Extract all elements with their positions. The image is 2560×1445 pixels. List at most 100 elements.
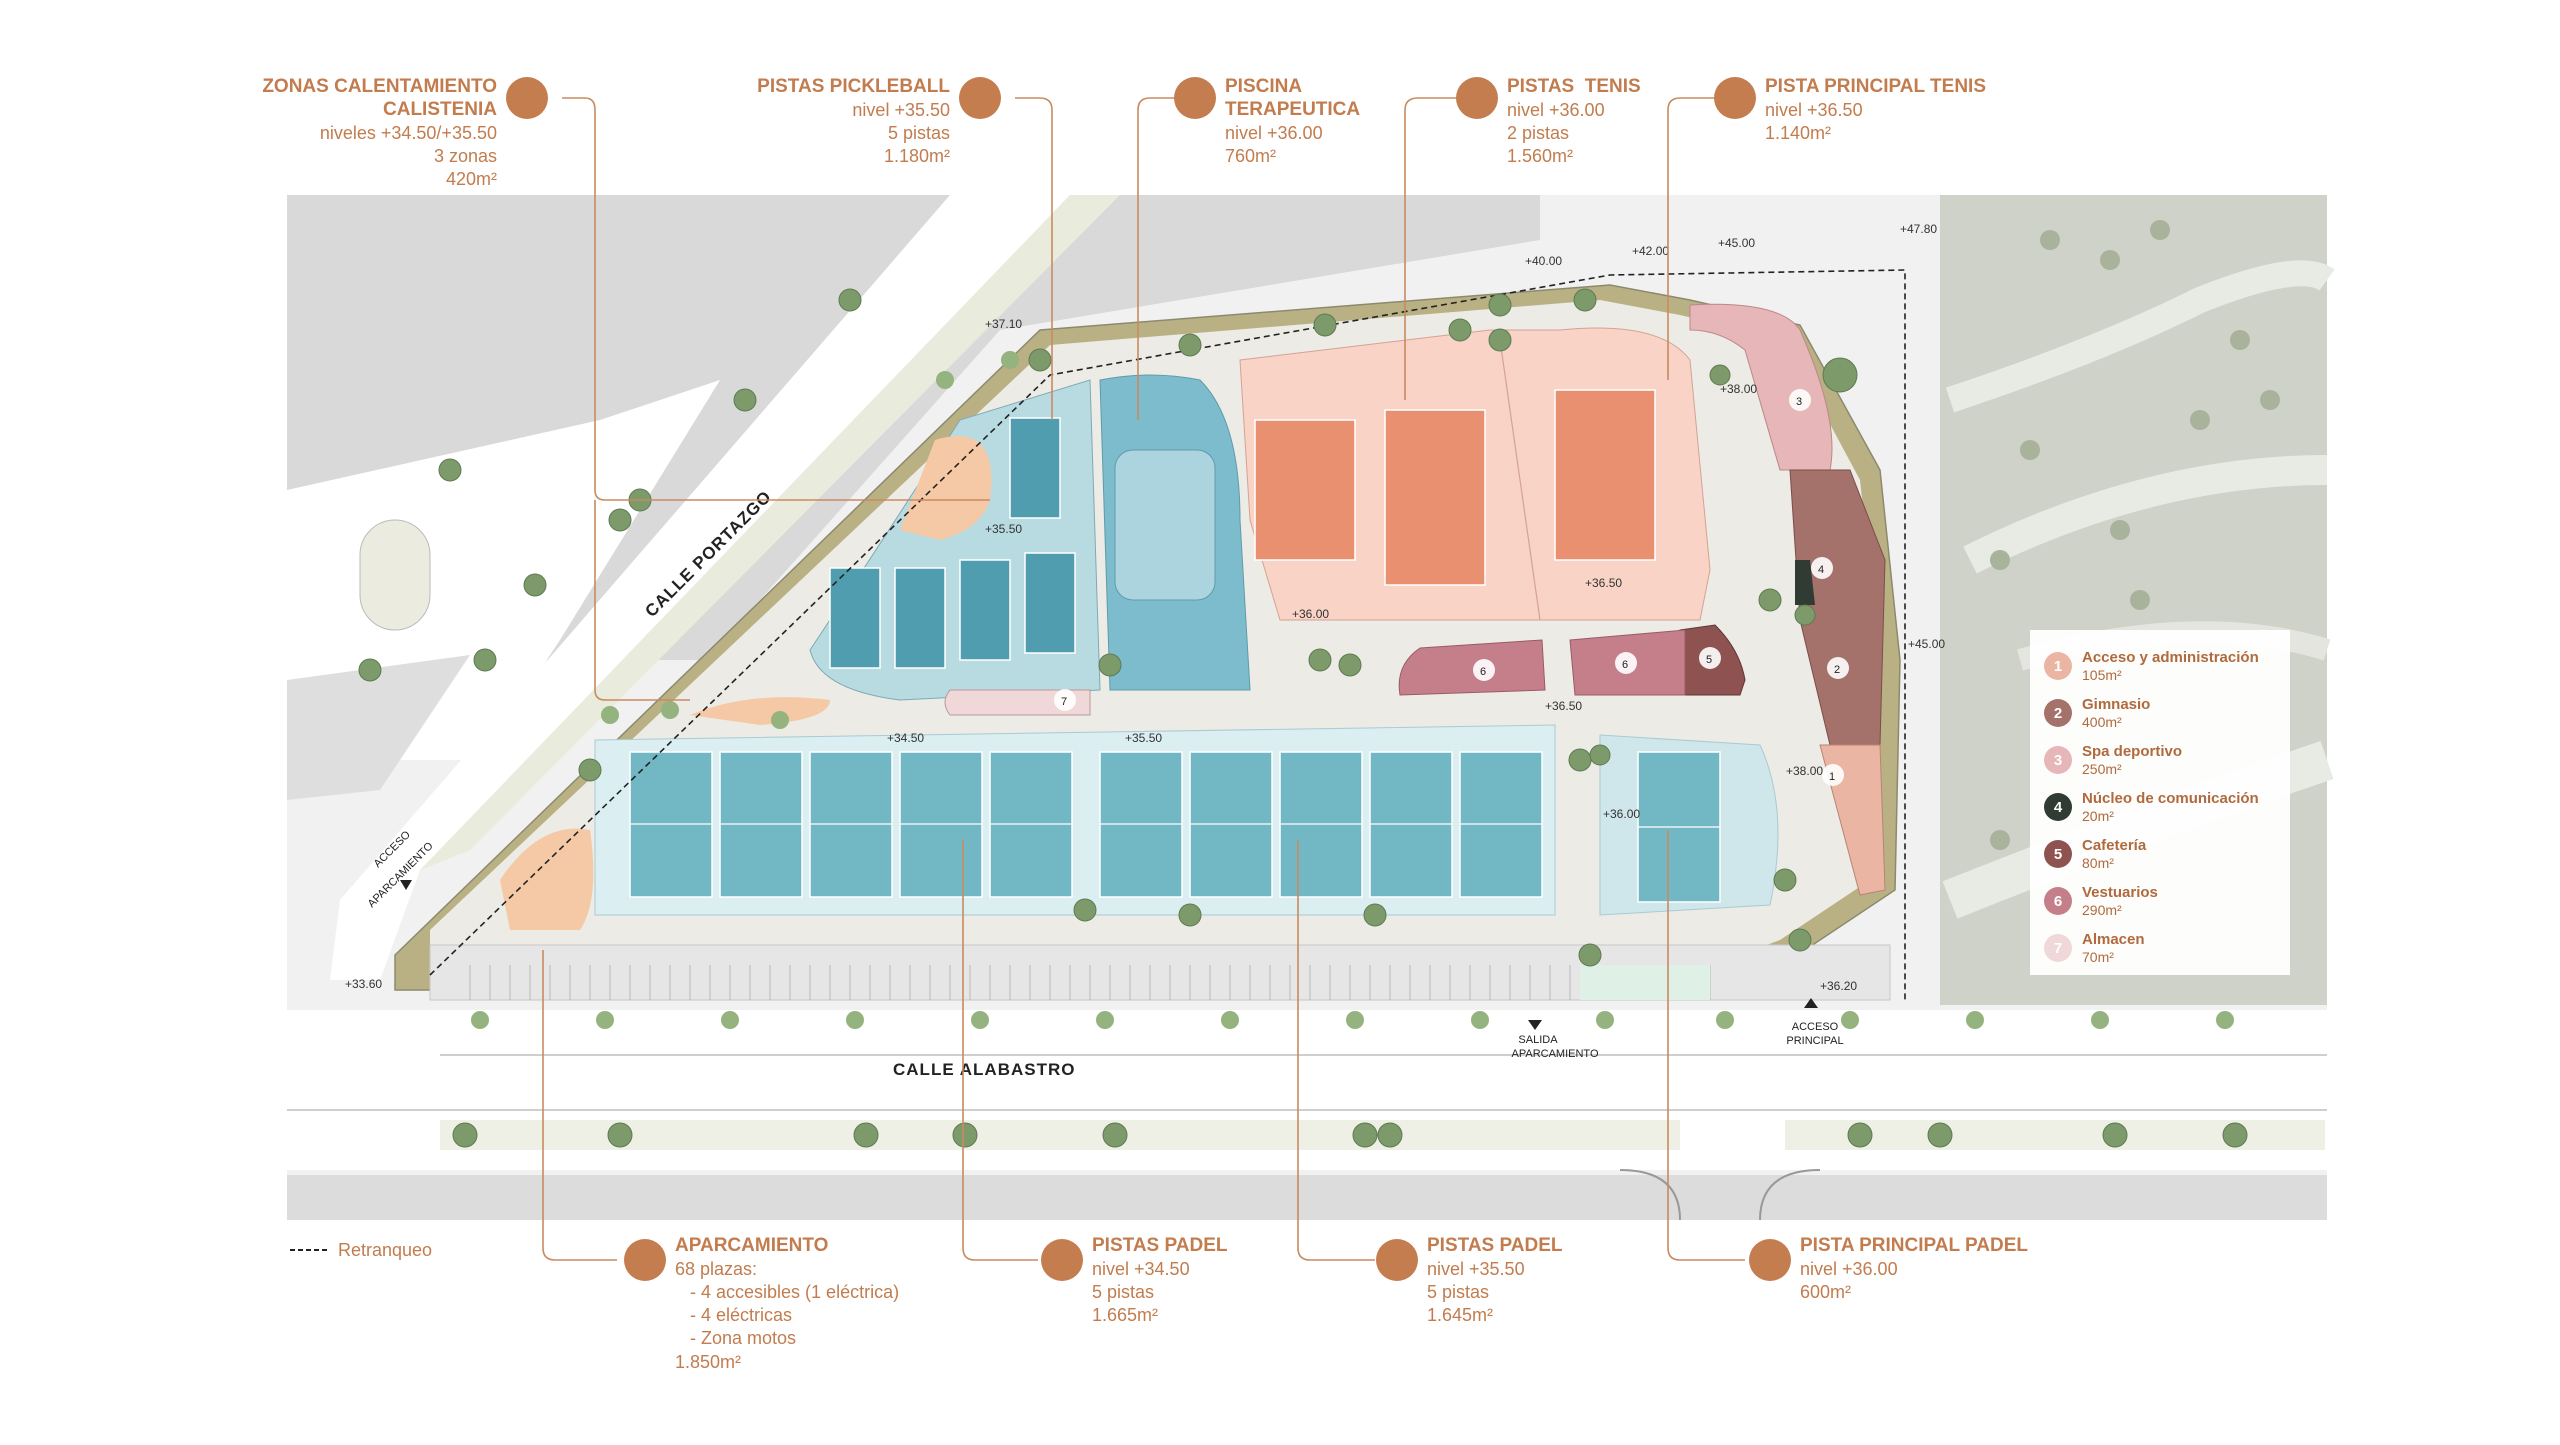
- main-access-line1: ACCESO: [1792, 1021, 1839, 1033]
- callout-pickleball-title: PISTAS PICKLEBALL: [757, 76, 950, 97]
- legend-title-3: Spa deportivo: [2082, 743, 2182, 760]
- exit-parking-arrow: [1528, 1020, 1542, 1030]
- callout-dot-padel-1: [1041, 1239, 1083, 1281]
- callout-pickleball: PISTAS PICKLEBALL nivel +35.50 5 pistas …: [757, 76, 950, 166]
- callout-dot-tennis-main: [1714, 77, 1756, 119]
- aerial-path-2: [1963, 455, 2328, 574]
- callout-parking-title: APARCAMIENTO: [675, 1235, 828, 1256]
- callout-dot-tennis: [1456, 77, 1498, 119]
- callout-tennis: PISTAS TENIS nivel +36.00 2 pistas 1.560…: [1507, 76, 1641, 166]
- building-locker-1: [1398, 639, 1546, 696]
- level-3600b: +36.00: [1603, 807, 1640, 821]
- exit-parking-line2: APARCAMIENTO: [1512, 1048, 1599, 1060]
- callout-tennis-main: PISTA PRINCIPAL TENIS nivel +36.50 1.140…: [1765, 76, 1986, 143]
- callout-tennis-line2: 2 pistas: [1507, 123, 1569, 143]
- callout-padel-main-line1: nivel +36.00: [1800, 1259, 1898, 1279]
- callout-padel-1: PISTAS PADEL nivel +34.50 5 pistas 1.665…: [1092, 1235, 1228, 1325]
- leader-padel-1: [962, 840, 1038, 1261]
- callout-dots: [506, 77, 1791, 1281]
- alabastro-south-block: [287, 1175, 2327, 1220]
- callout-calistenia-line3: 420m²: [446, 169, 497, 189]
- legend-swatch-5: [2044, 840, 2072, 868]
- callout-dot-pool: [1174, 77, 1216, 119]
- legend-number-5: 5: [2054, 846, 2062, 863]
- callout-calistenia: ZONAS CALENTAMIENTO CALISTENIA niveles +…: [262, 76, 497, 189]
- legend-swatch-2: [2044, 699, 2072, 727]
- callout-tennis-line1: nivel +36.00: [1507, 100, 1605, 120]
- portazgo-road: [330, 195, 1070, 980]
- tennis-court-2: [1384, 409, 1486, 586]
- pickleball-court-5: [1024, 552, 1076, 654]
- legend-title-7: Almacen: [2082, 931, 2145, 948]
- callout-pool-title2: TERAPEUTICA: [1225, 99, 1360, 120]
- building-number-6a: 6: [1480, 666, 1486, 678]
- callout-pickleball-line2: 5 pistas: [888, 123, 950, 143]
- building-storage: [944, 689, 1091, 716]
- callout-tennis-line3: 1.560m²: [1507, 146, 1573, 166]
- callout-padel-1-title: PISTAS PADEL: [1092, 1235, 1228, 1256]
- level-3710: +37.10: [985, 317, 1022, 331]
- callout-dot-padel-main: [1749, 1239, 1791, 1281]
- retranqueo-label: Retranqueo: [338, 1240, 432, 1260]
- leader-padel-main: [1667, 830, 1745, 1261]
- main-access-arrow: [1804, 998, 1818, 1008]
- legend-title-2: Gimnasio: [2082, 696, 2150, 713]
- warmup-zone-1: [900, 436, 992, 540]
- legend-title-5: Cafetería: [2082, 837, 2147, 854]
- level-3650b: +36.50: [1545, 699, 1582, 713]
- level-4000: +40.00: [1525, 254, 1562, 268]
- level-3550b: +35.50: [1125, 731, 1162, 745]
- level-3800a: +38.00: [1720, 382, 1757, 396]
- callout-padel-main-line2: 600m²: [1800, 1282, 1851, 1302]
- callout-padel-2-title: PISTAS PADEL: [1427, 1235, 1563, 1256]
- level-3450: +34.50: [887, 731, 924, 745]
- level-3550: +35.50: [985, 522, 1022, 536]
- callout-padel-main: PISTA PRINCIPAL PADEL nivel +36.00 600m²: [1800, 1235, 2028, 1302]
- pickleball-courts: [829, 417, 1076, 669]
- pool-basin: [1114, 449, 1216, 601]
- pickleball-court-2: [829, 567, 881, 669]
- callout-parking-line1: 68 plazas:: [675, 1259, 757, 1279]
- callout-padel-1-line3: 1.665m²: [1092, 1305, 1158, 1325]
- portazgo-sidewalk: [420, 195, 1120, 870]
- pickleball-court-4: [959, 559, 1011, 661]
- callout-calistenia-title2: CALISTENIA: [383, 99, 497, 120]
- callout-calistenia-line2: 3 zonas: [434, 146, 497, 166]
- street-alabastro: CALLE ALABASTRO: [893, 1060, 1075, 1079]
- legend-title-4: Núcleo de comunicación: [2082, 790, 2259, 807]
- leader-calistenia-2: [594, 500, 690, 701]
- road-curve-east: [1619, 1169, 1681, 1221]
- tennis-court-main: [1554, 389, 1656, 561]
- callout-tennis-main-title: PISTA PRINCIPAL TENIS: [1765, 76, 1986, 97]
- callout-parking-line3: - 4 eléctricas: [690, 1305, 792, 1325]
- exit-parking-line1: SALIDA: [1518, 1034, 1558, 1046]
- level-3650: +36.50: [1585, 576, 1622, 590]
- context-block-west: [287, 380, 720, 760]
- leader-padel-2: [1297, 840, 1375, 1261]
- leader-pickleball: [1015, 97, 1053, 420]
- callout-parking: APARCAMIENTO 68 plazas: - 4 accesibles (…: [675, 1235, 899, 1372]
- level-3360: +33.60: [345, 977, 382, 991]
- road-curve-east-2: [1759, 1169, 1821, 1221]
- setback-line: [429, 269, 1906, 1000]
- level-4780: +47.80: [1900, 222, 1937, 236]
- alabastro-median: [440, 1120, 1680, 1150]
- callout-parking-line5: 1.850m²: [675, 1352, 741, 1372]
- level-3800b: +38.00: [1786, 764, 1823, 778]
- parking-accessible-zone: [1580, 965, 1710, 1000]
- callout-pool-line1: nivel +36.00: [1225, 123, 1323, 143]
- legend-swatch-6: [2044, 887, 2072, 915]
- legend-area-1: 105m²: [2082, 667, 2122, 683]
- callout-padel-1-line2: 5 pistas: [1092, 1282, 1154, 1302]
- leader-calistenia: [562, 97, 990, 501]
- callout-dot-parking: [624, 1239, 666, 1281]
- legend-swatch-3: [2044, 746, 2072, 774]
- legend-title-6: Vestuarios: [2082, 884, 2158, 901]
- callout-dot-padel-2: [1376, 1239, 1418, 1281]
- building-number-5: 5: [1706, 654, 1712, 666]
